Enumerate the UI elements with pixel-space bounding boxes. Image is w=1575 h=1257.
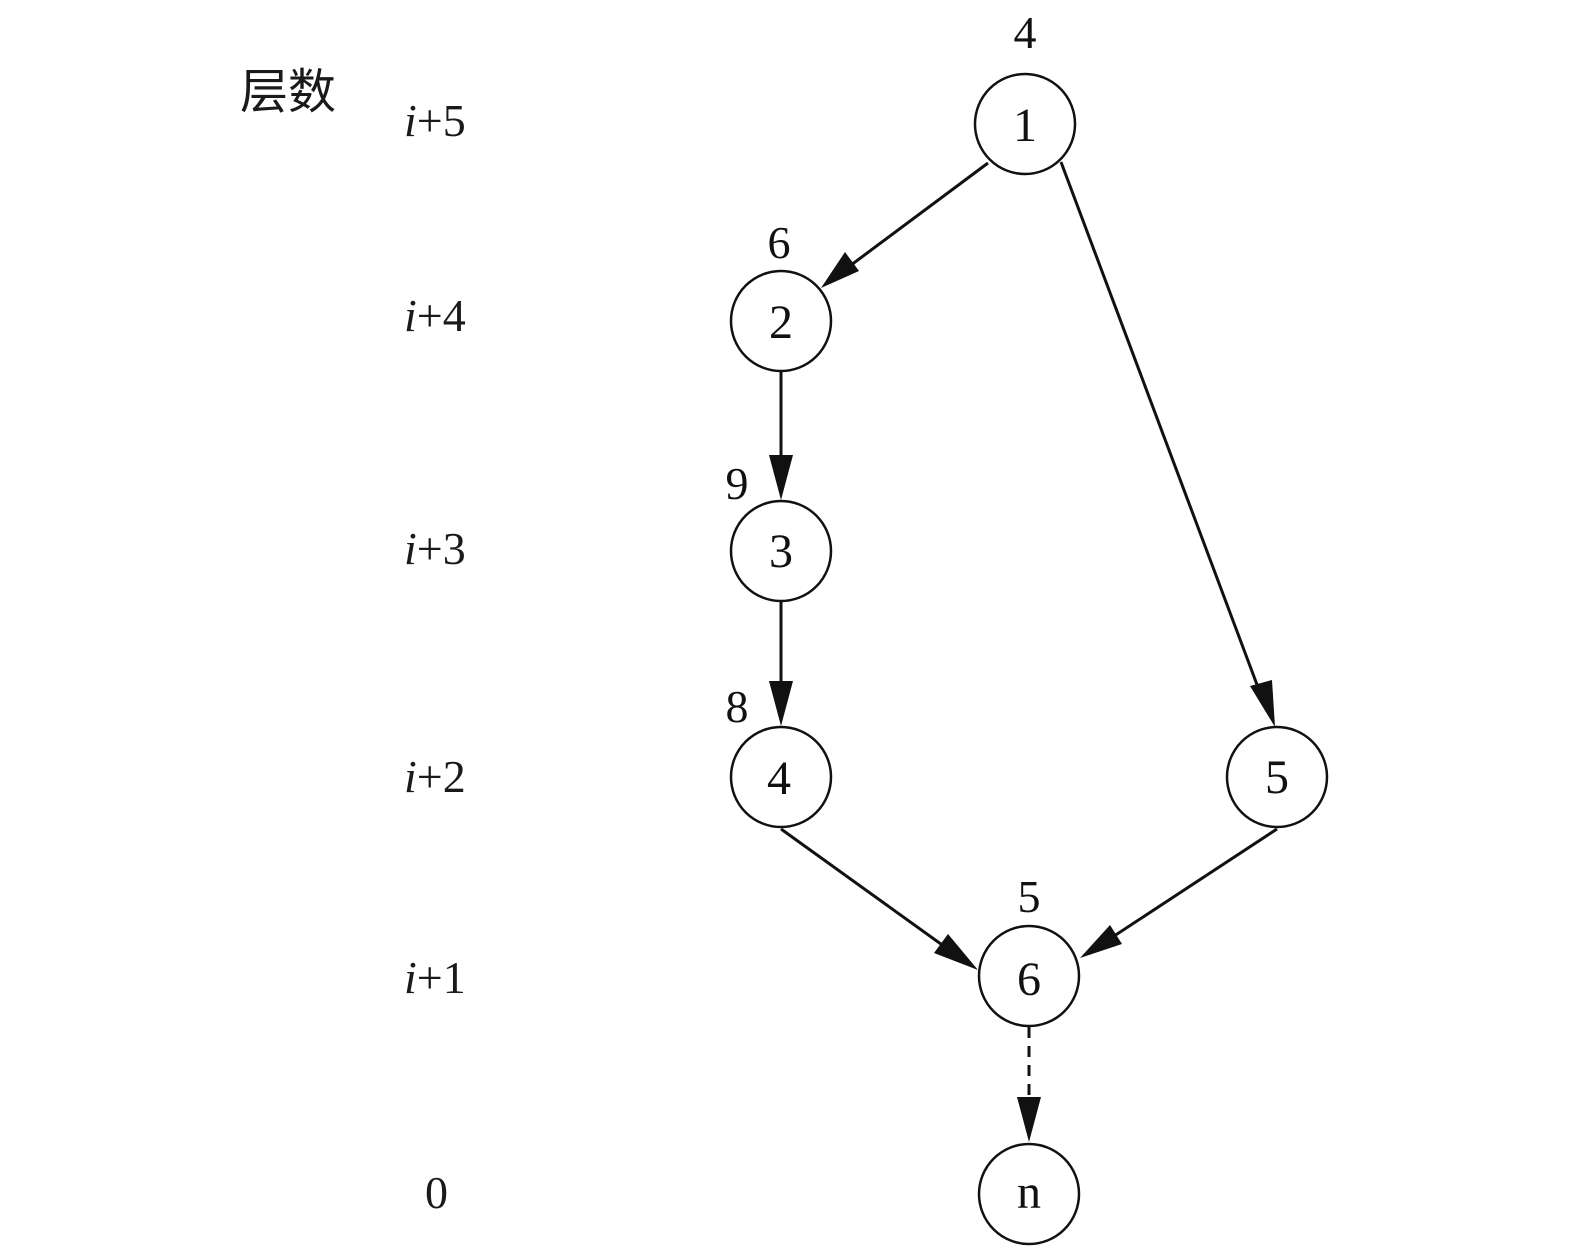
- level-label-i-plus-1: i+1: [404, 952, 466, 1003]
- level-label-i-plus-5: i+5: [404, 95, 466, 146]
- level-label-i-plus-3: i+3: [404, 523, 466, 574]
- node-label: 4: [767, 752, 791, 805]
- level-label-suffix: +2: [417, 751, 466, 802]
- level-label-i-plus-4: i+4: [404, 290, 466, 341]
- arrowhead: [1017, 1097, 1041, 1142]
- node-weight: 4: [1014, 7, 1037, 58]
- level-label-suffix: +5: [417, 95, 466, 146]
- arrowhead: [1080, 925, 1122, 958]
- node-circle: [729, 725, 833, 829]
- node-5: 5: [1225, 725, 1329, 829]
- node-4: 4 8: [726, 681, 833, 829]
- edges: [769, 161, 1278, 1142]
- edge-line: [1059, 161, 1261, 691]
- node-label: 6: [1017, 953, 1041, 1006]
- edge-6-to-n: [1017, 1027, 1041, 1142]
- node-label: 2: [769, 296, 793, 349]
- node-6: 6 5: [977, 871, 1081, 1028]
- level-label-zero: 0: [425, 1167, 448, 1218]
- level-label-suffix: +1: [417, 952, 466, 1003]
- arrowhead: [769, 681, 793, 726]
- level-label-var: i: [404, 290, 417, 341]
- edge-3-to-4: [769, 602, 793, 726]
- level-label-suffix: +4: [417, 290, 466, 341]
- node-label: 3: [769, 525, 793, 578]
- level-labels: i+5 i+4 i+3 i+2 i+1 0: [404, 95, 466, 1218]
- node-2: 2 6: [729, 217, 833, 373]
- node-label: 5: [1265, 751, 1289, 804]
- level-label-var: i: [404, 523, 417, 574]
- level-label-i-plus-2: i+2: [404, 751, 466, 802]
- node-circle: [977, 1142, 1081, 1246]
- edge-4-to-6: [780, 827, 978, 970]
- node-weight: 9: [726, 458, 749, 509]
- nodes: 1 4 2 6 3 9 4 8 5 6 5: [726, 7, 1329, 1246]
- node-label: n: [1017, 1166, 1041, 1219]
- edge-2-to-3: [769, 372, 793, 500]
- level-label-suffix: 0: [425, 1167, 448, 1218]
- arrowhead: [1250, 680, 1275, 727]
- level-label-var: i: [404, 751, 417, 802]
- node-circle: [977, 924, 1081, 1028]
- node-1: 1 4: [973, 7, 1077, 176]
- node-circle: [729, 269, 833, 373]
- level-label-suffix: +3: [417, 523, 466, 574]
- edge-1-to-2: [821, 161, 989, 288]
- edge-line: [780, 827, 953, 954]
- level-label-var: i: [404, 952, 417, 1003]
- node-circle: [973, 72, 1077, 176]
- node-weight: 8: [726, 681, 749, 732]
- arrowhead: [934, 934, 978, 970]
- node-3: 3 9: [726, 458, 833, 603]
- arrowhead: [769, 455, 793, 500]
- node-circle: [1225, 725, 1329, 829]
- node-weight: 6: [768, 217, 791, 268]
- edge-1-to-5: [1059, 161, 1275, 727]
- edge-line: [1104, 827, 1278, 944]
- level-label-var: i: [404, 95, 417, 146]
- node-label: 1: [1013, 99, 1037, 152]
- edge-5-to-6: [1080, 827, 1278, 958]
- node-n: n: [977, 1142, 1081, 1246]
- node-weight: 5: [1018, 871, 1041, 922]
- edge-line: [838, 161, 989, 276]
- arrowhead: [821, 252, 859, 288]
- node-circle: [729, 499, 833, 603]
- levels-column-title: 层数: [240, 64, 336, 120]
